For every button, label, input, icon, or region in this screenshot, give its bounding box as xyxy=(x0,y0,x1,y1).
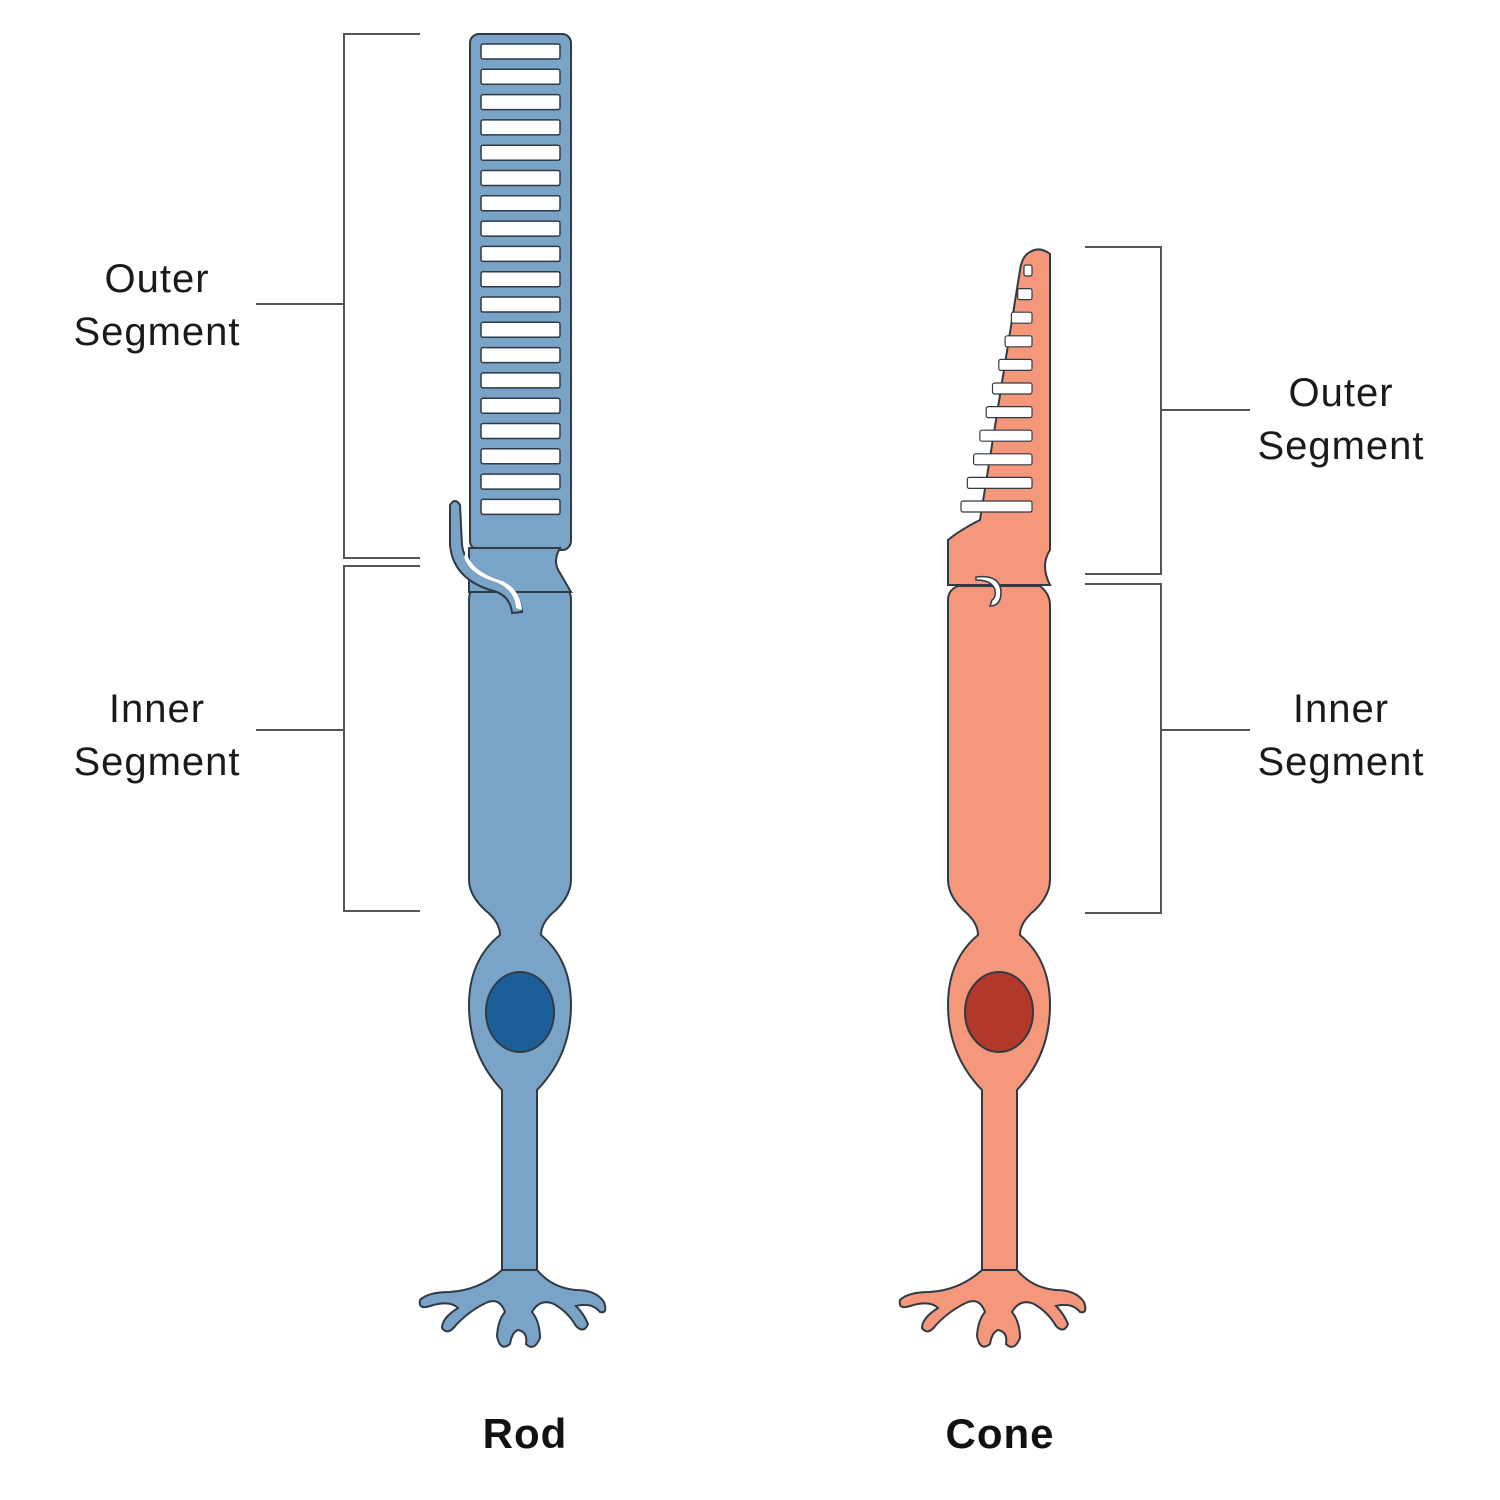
cone-disc xyxy=(1004,335,1033,348)
rod-disc xyxy=(480,296,561,313)
rod-inner-segment xyxy=(467,579,573,1291)
rod-disc xyxy=(480,169,561,187)
cone-synaptic-terminal xyxy=(898,1269,1087,1348)
rod-disc xyxy=(480,220,561,237)
rod-disc xyxy=(480,270,561,288)
cone-disc xyxy=(1010,311,1033,324)
rod-synaptic-terminal xyxy=(418,1269,607,1348)
rod-disc xyxy=(480,93,561,111)
rod-title: Rod xyxy=(483,1410,568,1457)
rod-disc xyxy=(480,397,561,414)
cone-cilium-curl xyxy=(975,575,1002,607)
rod-disc xyxy=(480,422,561,440)
rod-inner-label-line2: Segment xyxy=(73,740,240,784)
rod-disc xyxy=(480,448,561,465)
rod-nucleus xyxy=(485,971,555,1053)
rod-disc xyxy=(480,321,561,339)
rod-disc xyxy=(480,498,561,516)
rod-disc xyxy=(480,372,561,389)
cone-disc xyxy=(966,476,1033,489)
rod-outer-segment xyxy=(469,33,572,551)
rod-disc xyxy=(480,195,561,212)
cone-title: Cone xyxy=(946,1410,1055,1457)
rod-disc xyxy=(480,68,561,86)
cone-disc xyxy=(1023,264,1033,277)
cone-outer-label-line1: Outer xyxy=(1288,371,1393,415)
cone-inner-segment xyxy=(946,585,1052,1291)
cone-disc xyxy=(1017,288,1033,301)
rod-disc xyxy=(480,473,561,490)
cone-disc xyxy=(960,500,1033,513)
cone-disc xyxy=(979,429,1033,442)
cone-outer-bracket xyxy=(1085,246,1250,575)
rod-disc xyxy=(480,245,561,263)
rod-disc xyxy=(480,119,561,136)
cone-disc xyxy=(972,453,1033,466)
cone-nucleus xyxy=(964,971,1034,1053)
rod-disc xyxy=(480,144,561,161)
cone-inner-label-line1: Inner xyxy=(1293,687,1389,731)
rod-discs xyxy=(480,43,561,516)
rod-cell xyxy=(418,33,607,1348)
rod-outer-bracket xyxy=(256,33,420,559)
rod-inner-bracket xyxy=(256,565,420,912)
cone-disc xyxy=(985,406,1033,419)
cone-discs xyxy=(960,264,1033,513)
rod-inner-label-line1: Inner xyxy=(109,687,205,731)
cone-cell xyxy=(898,248,1087,1348)
rod-outer-label-line1: Outer xyxy=(104,257,209,301)
cone-disc xyxy=(998,358,1033,371)
cone-inner-label-line2: Segment xyxy=(1257,740,1424,784)
cone-disc xyxy=(991,382,1033,395)
rod-disc xyxy=(480,43,561,60)
cone-outer-label-line2: Segment xyxy=(1257,424,1424,468)
rod-disc xyxy=(480,346,561,364)
rod-outer-label-line2: Segment xyxy=(73,310,240,354)
cone-inner-bracket xyxy=(1085,583,1250,914)
